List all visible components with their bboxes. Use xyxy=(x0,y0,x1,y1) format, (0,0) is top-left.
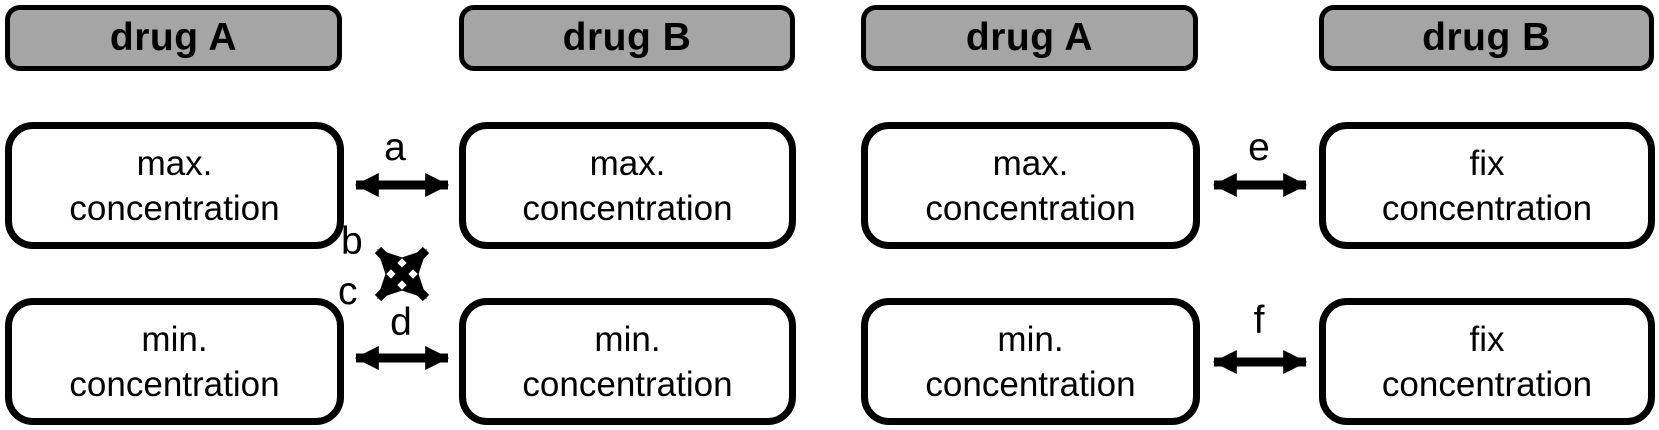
arrow-label-a: a xyxy=(384,126,406,169)
box-right-drug-a-min: min. concentration xyxy=(861,298,1200,425)
box-right-drug-b-fix-top: fix concentration xyxy=(1319,122,1655,249)
box-left-drug-a-max: max. concentration xyxy=(5,122,344,249)
header-right-drug-b: drug B xyxy=(1319,5,1654,71)
arrow-label-c: c xyxy=(338,270,358,313)
cross-arrow-b xyxy=(374,246,430,302)
header-right-drug-a: drug A xyxy=(861,5,1198,71)
cross-arrow-c xyxy=(374,246,430,302)
box-left-drug-b-max: max. concentration xyxy=(459,122,796,249)
header-left-drug-a: drug A xyxy=(5,5,342,71)
box-right-drug-b-fix-bottom: fix concentration xyxy=(1319,298,1655,425)
arrow-label-b: b xyxy=(341,220,363,263)
box-right-drug-a-max: max. concentration xyxy=(861,122,1200,249)
arrow-label-f: f xyxy=(1253,299,1265,342)
box-left-drug-b-min: min. concentration xyxy=(459,298,796,425)
box-left-drug-a-min: min. concentration xyxy=(5,298,344,425)
header-left-drug-b: drug B xyxy=(459,5,795,71)
arrow-label-d: d xyxy=(390,301,412,344)
arrow-label-e: e xyxy=(1248,126,1270,169)
